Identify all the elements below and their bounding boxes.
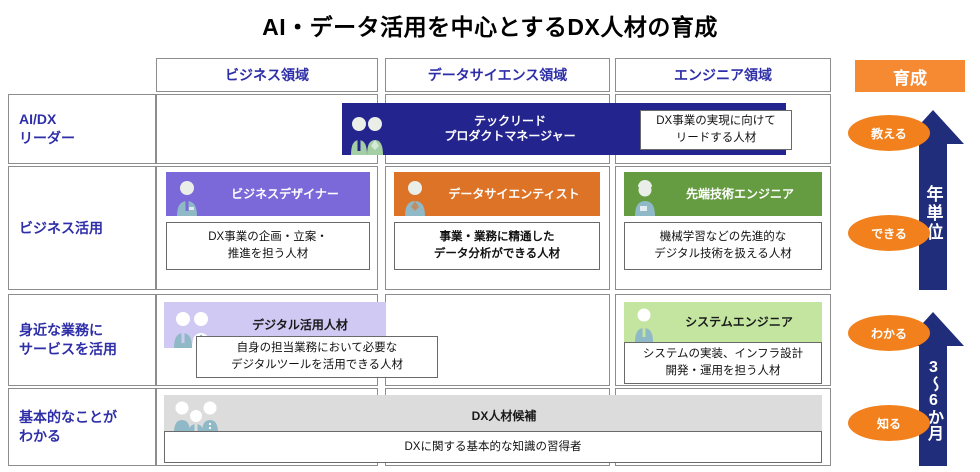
card-tech-lead-title: テックリード プロダクトマネージャー [444,114,576,143]
page-title: AI・データ活用を中心とするDX人材の育成 [262,14,718,40]
desc-business-designer: DX事業の企画・立案・ 推進を担う人材 [166,222,370,270]
level-badge-can-do[interactable]: できる [848,215,930,251]
card-advanced-engineer-title: 先端技術エンジニア [685,186,794,201]
column-header-engineer: エンジニア領域 [615,58,831,92]
row-label-business-use: ビジネス活用 [8,166,156,290]
desc-system-engineer: システムの実装、インフラ設計 開発・運用を担う人材 [624,342,822,384]
person-icon [624,172,658,216]
card-dx-candidate[interactable]: DX人材候補 [164,395,822,437]
talent-matrix: ビジネス領域 データサイエンス領域 エンジニア領域 AI/DX リーダー [8,58,832,466]
person-icon [394,172,428,216]
card-dx-candidate-title: DX人材候補 [471,408,537,423]
row-label-basics: 基本的なことが わかる [8,388,156,466]
card-advanced-engineer[interactable]: 先端技術エンジニア [624,172,822,216]
desc-data-scientist: 事業・業務に精通した データ分析ができる人材 [394,222,600,270]
development-panel: 育成 年単位 3〜6か月 教える できる わかる 知る [840,58,974,466]
row-label-ai-dx-leader: AI/DX リーダー [8,94,156,164]
person-icon [166,172,200,216]
desc-digital-user: 自身の担当業務において必要な デジタルツールを活用できる人材 [196,336,438,378]
desc-advanced-engineer: 機械学習などの先進的な デジタル技術を扱える人材 [624,222,822,270]
card-system-engineer[interactable]: システムエンジニア [624,302,822,342]
row-label-service-use: 身近な業務に サービスを活用 [8,294,156,386]
card-business-designer-title: ビジネスデザイナー [231,186,339,201]
card-digital-user-title: デジタル活用人材 [252,317,348,332]
card-business-designer[interactable]: ビジネスデザイナー [166,172,370,216]
cell-r1-business [156,94,378,164]
people-icon [342,103,384,155]
card-system-engineer-title: システムエンジニア [685,314,793,329]
level-badge-teach[interactable]: 教える [848,115,930,151]
column-header-data-science: データサイエンス領域 [385,58,610,92]
development-header: 育成 [855,60,965,92]
level-badge-know[interactable]: 知る [848,405,930,441]
card-data-scientist-title: データサイエンティスト [448,186,580,201]
column-header-business: ビジネス領域 [156,58,378,92]
card-data-scientist[interactable]: データサイエンティスト [394,172,600,216]
person-icon [624,302,656,342]
desc-tech-lead: DX事業の実現に向けて リードする人材 [640,110,792,150]
level-badge-understand[interactable]: わかる [848,315,930,351]
desc-dx-candidate: DXに関する基本的な知識の習得者 [164,431,822,463]
